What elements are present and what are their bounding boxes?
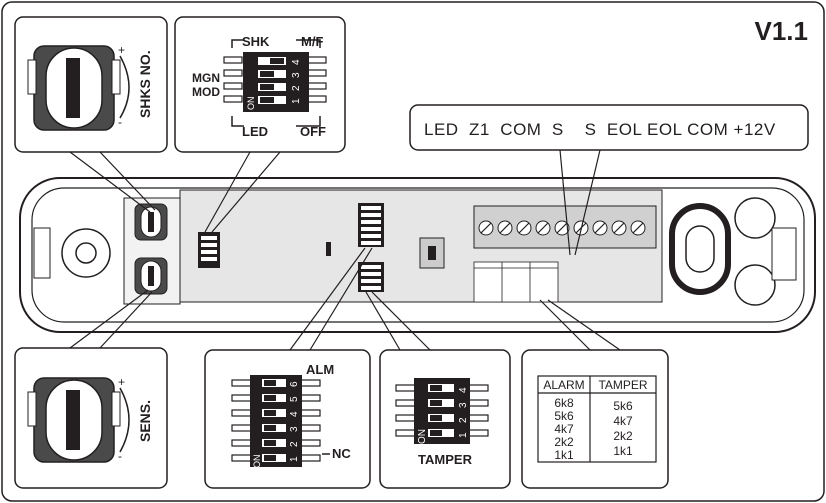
terminal-header-callout: LED Z1 COM S S EOL EOL COM +12V: [409, 104, 809, 151]
shk-num-2: 2: [291, 85, 302, 91]
alm-num-3: 3: [289, 426, 300, 432]
table-header-tamper: TAMPER: [598, 378, 647, 392]
tamper-on-label: ON: [417, 429, 428, 444]
alm-nc: NC: [332, 446, 351, 461]
alm-num-5: 5: [289, 396, 300, 402]
sens-pot-callout: + - SENS.: [14, 347, 168, 489]
shks-plus: +: [118, 43, 125, 57]
version-label: V1.1: [755, 16, 809, 46]
tamper-num-2: 2: [458, 417, 469, 423]
shk-bottom-left: LED: [242, 124, 268, 139]
alm-switch-callout: ALM NC ON 1 2 3 4 5 6: [204, 349, 371, 489]
shk-switch-callout: SHK M/F MGN MOD LED OFF: [174, 16, 346, 153]
alm-num-1: 1: [289, 456, 300, 462]
leader-lines: [69, 149, 621, 351]
alarm-value-2: 5k6: [554, 409, 574, 423]
table-header-alarm: ALARM: [543, 378, 584, 392]
shk-bottom-right: OFF: [300, 124, 326, 139]
alm-title: ALM: [306, 362, 334, 377]
tamper-value-3: 2k2: [613, 429, 633, 443]
shk-num-3: 3: [291, 72, 302, 78]
shk-top-right: M/F: [301, 34, 323, 49]
resistor-table-callout: ALARM TAMPER 6k8 5k6 4k7 2k2 1k1 5k6 4k7…: [521, 349, 669, 489]
tamper-title: TAMPER: [418, 452, 473, 467]
alm-on-label: ON: [252, 455, 262, 469]
alarm-value-4: 2k2: [554, 435, 574, 449]
shk-num-1: 1: [291, 98, 302, 104]
shks-pot-callout: + - SHKS NO.: [14, 16, 168, 153]
tamper-value-4: 1k1: [613, 444, 633, 458]
sens-minus: -: [118, 449, 122, 463]
shks-label: SHKS NO.: [137, 50, 153, 118]
detector-housing: [19, 177, 816, 333]
tamper-value-1: 5k6: [613, 399, 633, 413]
tamper-switch-callout: ON 1 2 3 4 TAMPER: [379, 349, 511, 489]
sens-plus: +: [118, 375, 125, 389]
shk-left-top: MGN: [192, 71, 220, 85]
alm-num-4: 4: [289, 411, 300, 417]
shk-top-left: SHK: [242, 34, 270, 49]
tamper-num-4: 4: [458, 387, 469, 393]
shk-on-label: ON: [246, 97, 256, 111]
tamper-value-2: 4k7: [613, 414, 633, 428]
tamper-num-1: 1: [458, 432, 469, 438]
shk-left-bottom: MOD: [192, 85, 220, 99]
alm-num-2: 2: [289, 441, 300, 447]
shk-num-4: 4: [291, 59, 302, 65]
alarm-value-1: 6k8: [554, 396, 574, 410]
alarm-value-3: 4k7: [554, 422, 574, 436]
alm-num-6: 6: [289, 381, 300, 387]
shks-minus: -: [118, 115, 122, 129]
tamper-num-3: 3: [458, 402, 469, 408]
alarm-value-5: 1k1: [554, 448, 574, 462]
sens-label: SENS.: [137, 400, 153, 442]
terminal-labels-header: LED Z1 COM S S EOL EOL COM +12V: [424, 120, 776, 139]
